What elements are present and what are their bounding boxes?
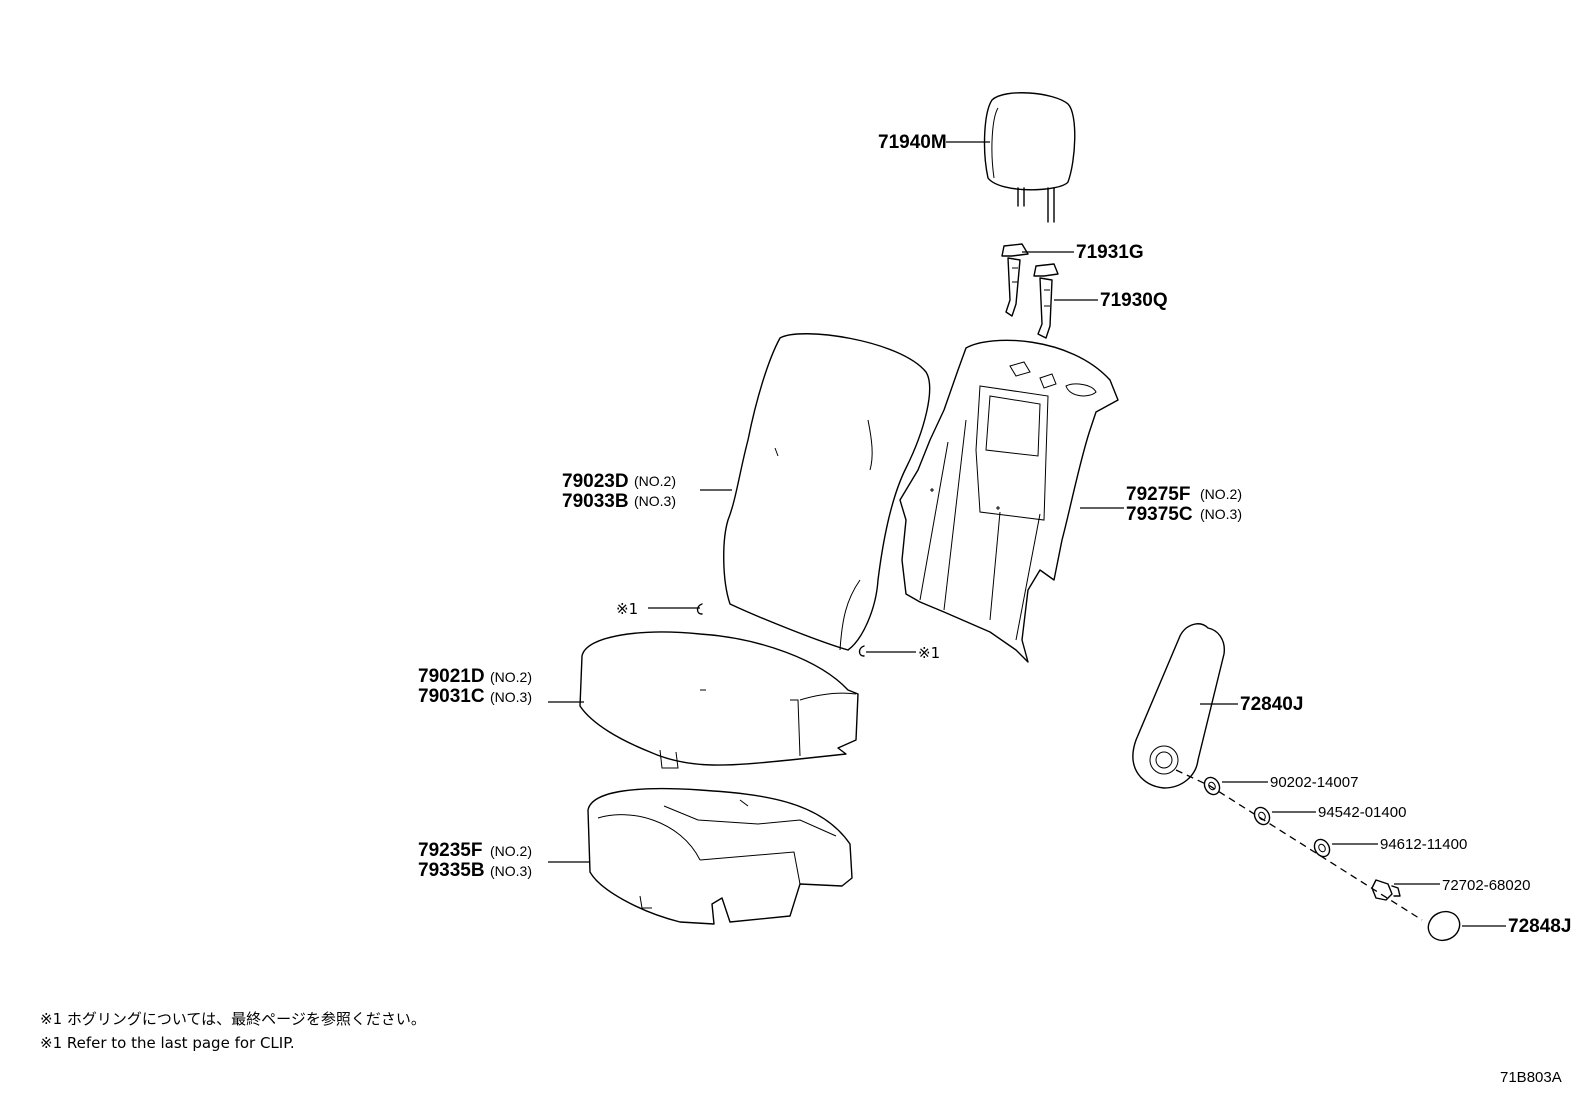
armrest-icon[interactable] xyxy=(1132,623,1225,789)
headrest-support-part-number: 71931G xyxy=(1076,242,1144,263)
seatback-frame-icon[interactable] xyxy=(899,339,1119,663)
headrest-icon[interactable] xyxy=(983,92,1076,223)
seatback-cover-no2-note: (NO.2) xyxy=(634,473,676,489)
seat-cushion-cover-icon[interactable] xyxy=(579,631,859,769)
headrest-support-icon[interactable] xyxy=(1001,243,1029,317)
seatback-board-no3-note: (NO.3) xyxy=(1200,506,1242,522)
hog-ring-clip-icon[interactable] xyxy=(696,603,703,615)
seat-cushion-pad-icon[interactable] xyxy=(587,787,853,925)
seat-cushion-cover-part-number-no2: 79021D xyxy=(418,666,485,687)
headrest-part-number: 71940M xyxy=(878,132,947,153)
washer-icon[interactable] xyxy=(1251,805,1272,828)
seat-cushion-cover-no3-note: (NO.3) xyxy=(490,689,532,705)
seat-cushion-pad-no2-note: (NO.2) xyxy=(490,843,532,859)
armrest-part-number: 72840J xyxy=(1240,694,1303,715)
seatback-board-part-number-no2: 79275F xyxy=(1126,484,1190,505)
footnote-english: ※1 Refer to the last page for CLIP. xyxy=(40,1034,295,1052)
seatback-board-part-number-no3: 79375C xyxy=(1126,504,1193,525)
footnote-japanese: ※1 ホグリングについては、最終ページを参照ください。 xyxy=(40,1010,426,1028)
bolt-icon[interactable] xyxy=(1371,879,1401,901)
headrest-guide-part-number: 71930Q xyxy=(1100,290,1168,311)
washer-2-part-number: 94542-01400 xyxy=(1318,804,1406,821)
seat-cushion-pad-part-number-no2: 79235F xyxy=(418,840,482,861)
seat-cushion-pad-part-number-no3: 79335B xyxy=(418,860,485,881)
washer-icon[interactable] xyxy=(1311,837,1332,860)
seatback-cover-part-number-no2: 79023D xyxy=(562,471,629,492)
seatback-cover-no3-note: (NO.3) xyxy=(634,493,676,509)
seatback-cover-part-number-no3: 79033B xyxy=(562,491,629,512)
seatback-board-no2-note: (NO.2) xyxy=(1200,486,1242,502)
cap-icon[interactable] xyxy=(1424,907,1465,946)
seat-cushion-cover-part-number-no3: 79031C xyxy=(418,686,485,707)
washer-3-part-number: 94612-11400 xyxy=(1380,836,1467,853)
headrest-guide-icon[interactable] xyxy=(1033,263,1059,339)
figure-code: 71B803A xyxy=(1500,1069,1562,1086)
seat-cushion-cover-no2-note: (NO.2) xyxy=(490,669,532,685)
seatback-cover-icon[interactable] xyxy=(723,333,931,651)
clip-reference-right: ※1 xyxy=(918,644,940,662)
hog-ring-clip-icon[interactable] xyxy=(858,645,865,657)
clip-reference-left: ※1 xyxy=(616,600,638,618)
seat-cushion-pad-no3-note: (NO.3) xyxy=(490,863,532,879)
washer-icon[interactable] xyxy=(1201,775,1222,798)
bolt-part-number: 72702-68020 xyxy=(1442,877,1530,894)
cap-part-number: 72848J xyxy=(1508,916,1571,937)
washer-1-part-number: 90202-14007 xyxy=(1270,774,1358,791)
